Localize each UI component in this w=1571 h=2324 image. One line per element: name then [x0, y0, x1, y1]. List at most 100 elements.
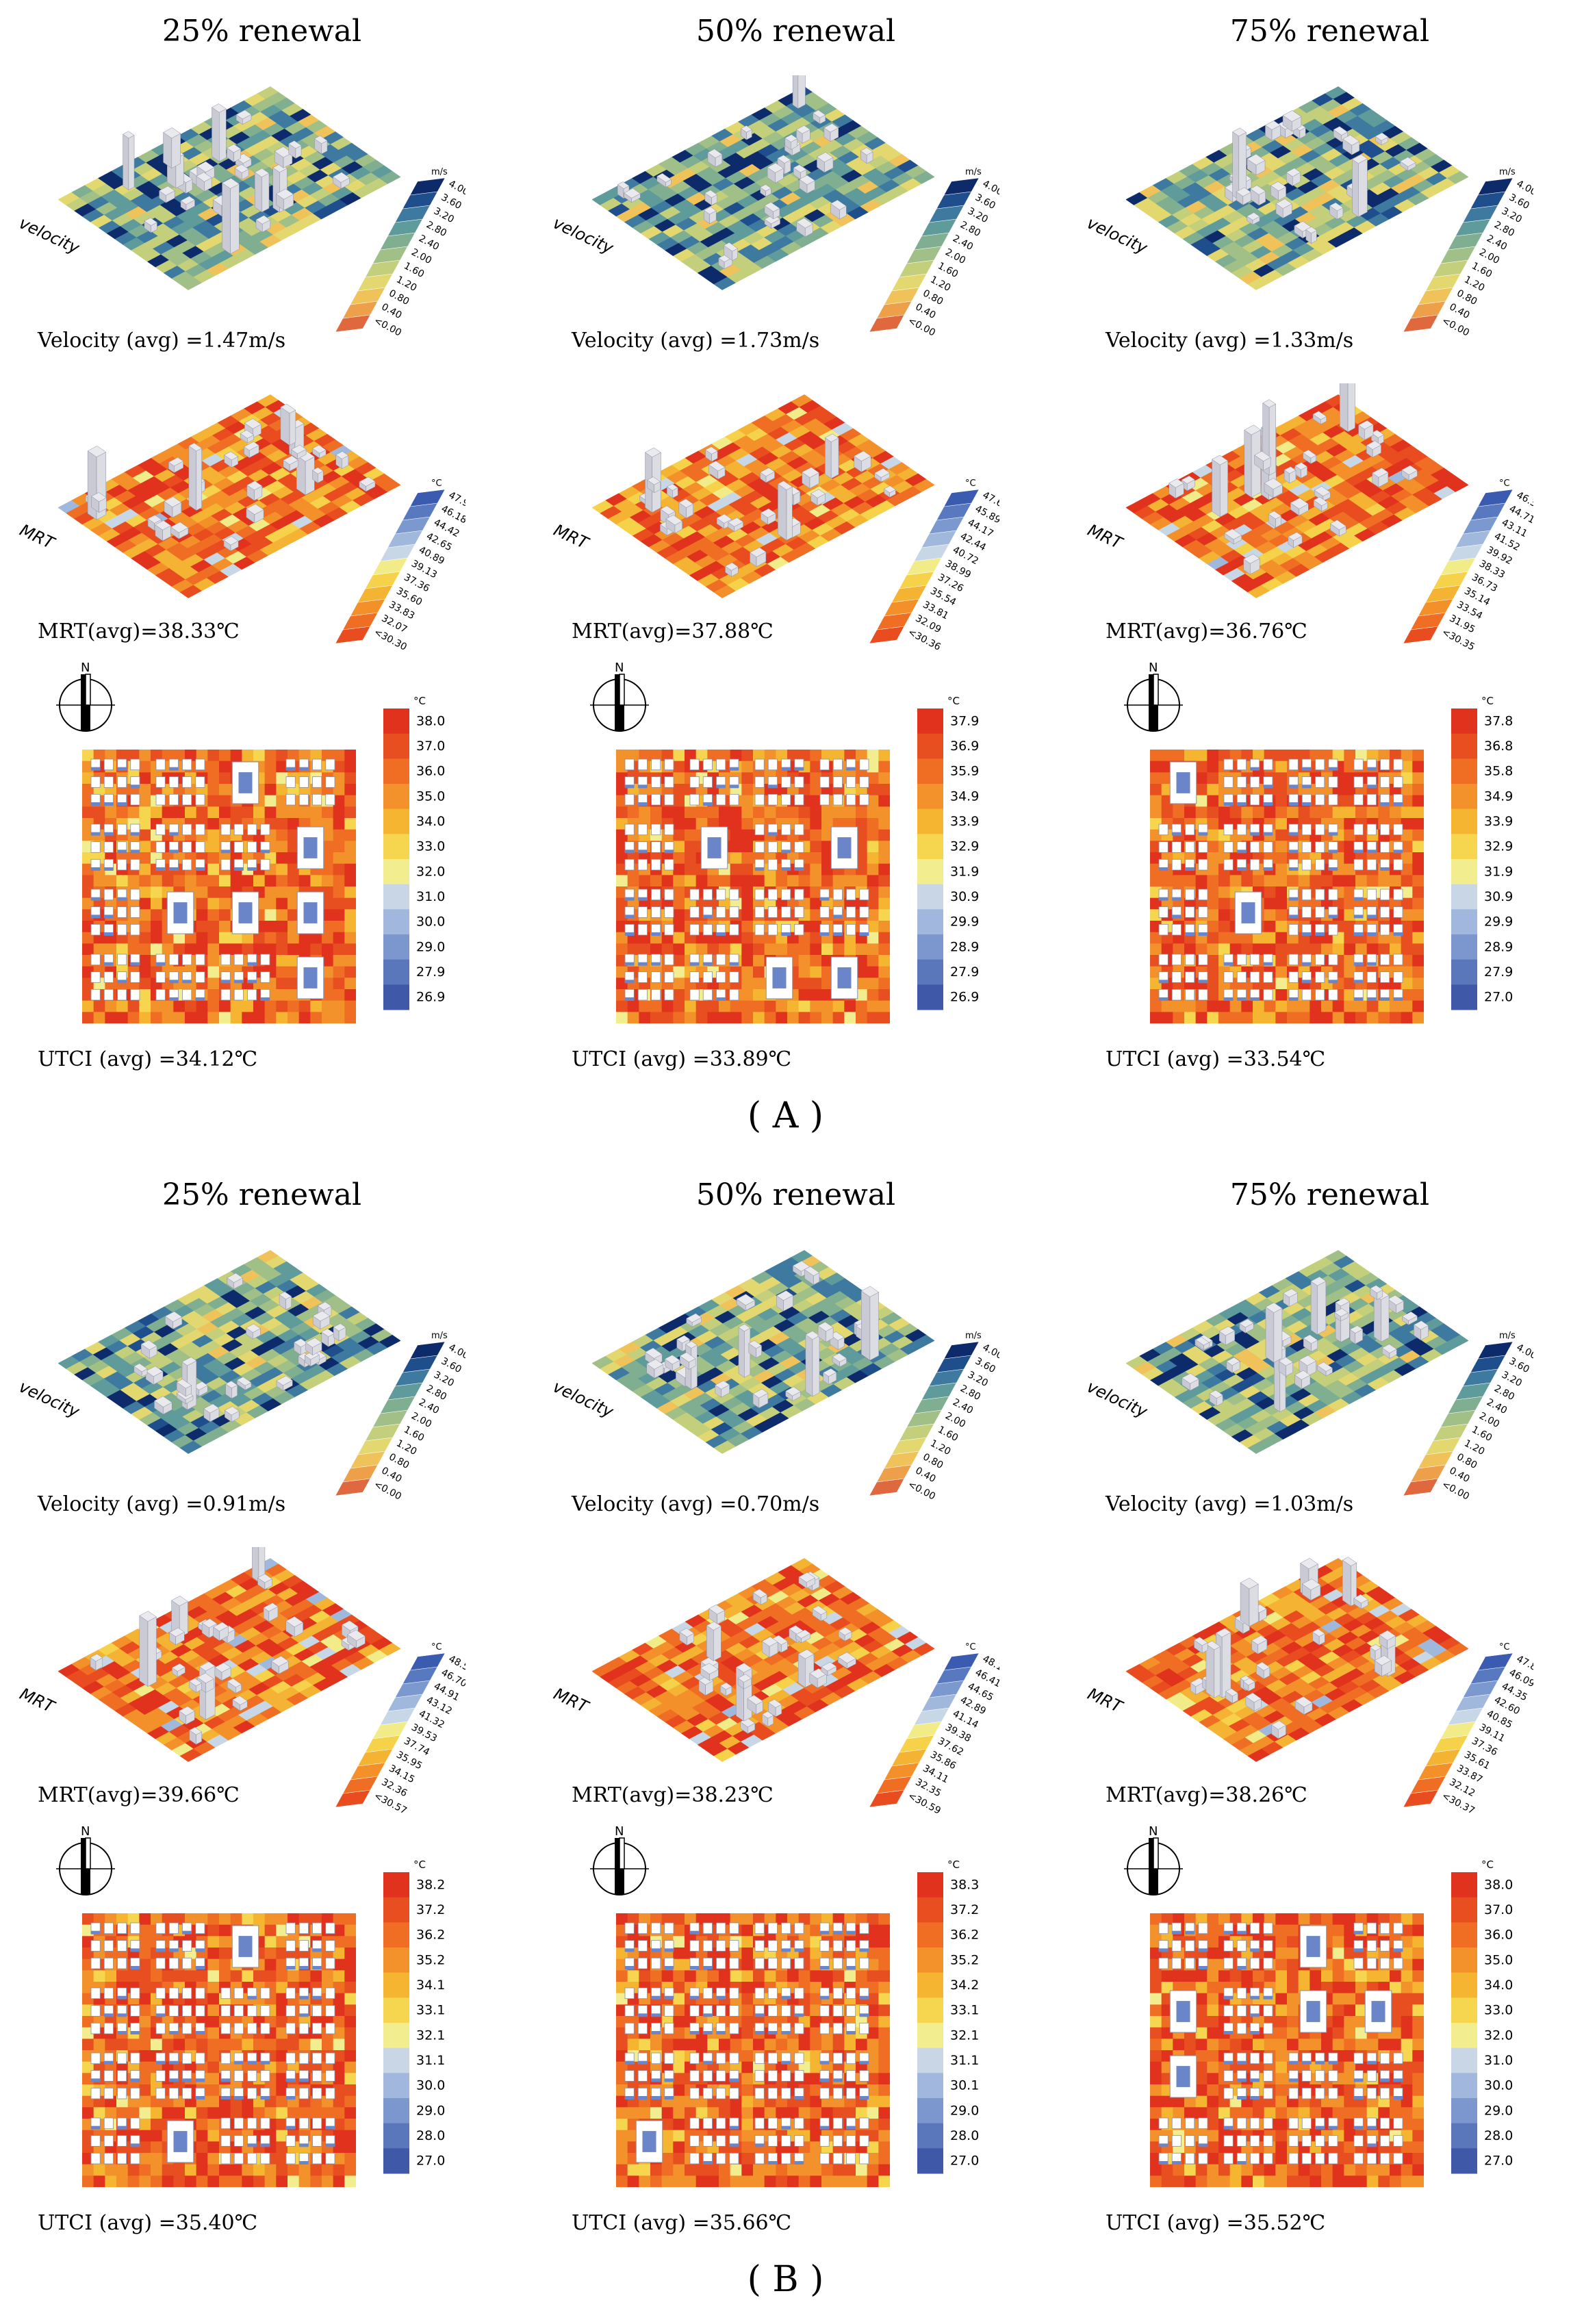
utci-cell: [162, 750, 174, 762]
utci-cell: [310, 932, 322, 944]
utci-cell: [685, 818, 697, 830]
utci-cell: [185, 943, 197, 956]
utci-cell: [1207, 875, 1219, 887]
utci-cell: [322, 841, 334, 853]
utci-cell: [741, 784, 754, 796]
legend-swatch: [383, 884, 409, 910]
utci-cell: [310, 806, 322, 819]
utci-cell: [1366, 875, 1379, 887]
utci-cell: [162, 2107, 174, 2119]
utci-cell: [753, 943, 765, 956]
utci-cell: [878, 772, 890, 784]
legend-swatch: [906, 557, 942, 576]
utci-cell: [741, 955, 754, 967]
utci-cell: [1412, 1012, 1424, 1023]
utci-cell: [1207, 795, 1219, 807]
building-footprint: [182, 793, 192, 806]
building-footprint: [1236, 954, 1247, 966]
utci-cell: [764, 875, 776, 887]
building-footprint: [754, 793, 765, 806]
utci-cell: [1321, 806, 1333, 819]
utci-cell: [1150, 761, 1162, 773]
utci-cell: [288, 863, 300, 876]
utci-cell: [844, 806, 856, 819]
utci-cell: [288, 897, 300, 910]
utci-cell: [832, 943, 845, 956]
building-footprint: [1171, 841, 1182, 853]
legend-swatch: [383, 959, 409, 985]
utci-cell: [185, 875, 197, 887]
utci-cell: [93, 2107, 105, 2119]
utci-cell: [196, 886, 208, 899]
utci-cell: [207, 909, 220, 921]
building: [176, 1379, 192, 1389]
utci-cell: [673, 932, 685, 944]
building: [1270, 181, 1287, 192]
building: [656, 173, 672, 183]
building: [760, 184, 771, 192]
building: [647, 476, 661, 485]
building-footprint: [1171, 923, 1182, 936]
building-footprint: [168, 954, 179, 966]
legend-swatch: [899, 571, 934, 589]
building-footprint: [260, 971, 270, 983]
building: [312, 444, 327, 454]
utci-cell: [151, 2119, 163, 2131]
utci-cell: [276, 886, 288, 899]
utci-cell: [1412, 886, 1424, 899]
utci-cell: [322, 897, 334, 910]
utci-cell: [173, 875, 186, 887]
legend-swatch: [394, 516, 431, 535]
utci-cell: [741, 750, 754, 762]
utci-cell: [1207, 909, 1219, 921]
utci-cell: [1321, 875, 1333, 887]
utci-cell: [139, 955, 151, 967]
utci-cell: [322, 829, 334, 841]
utci-cell: [207, 897, 220, 910]
utci-cell: [1401, 943, 1413, 956]
utci-cell: [787, 1000, 800, 1012]
legend-swatch: [1433, 571, 1468, 589]
utci-cell: [1207, 1000, 1219, 1012]
utci-legend-bar: °C38.037.036.035.034.033.032.031.030.029…: [383, 695, 445, 1010]
utci-cell: [1287, 1012, 1299, 1023]
building: [139, 1611, 157, 1622]
utci-cell: [821, 818, 834, 830]
building-footprint: [182, 841, 192, 853]
building: [314, 136, 328, 144]
utci-cell: [821, 1012, 834, 1023]
legend-swatch: [1451, 758, 1477, 784]
legend-swatch: [335, 626, 371, 644]
utci-cell: [105, 2107, 117, 2119]
legend-swatch: [365, 1735, 400, 1753]
utci-cell: [276, 818, 288, 830]
building-footprint: [1315, 906, 1325, 918]
legend-tick: 32.9: [1484, 839, 1513, 854]
courtyard-building: [231, 891, 259, 934]
building: [257, 1574, 272, 1583]
utci-cell: [127, 1913, 140, 1926]
legend-tick: 29.9: [950, 915, 979, 930]
utci-cell: [1401, 909, 1413, 921]
legend-swatch: [1451, 984, 1477, 1010]
utci-cell: [82, 875, 94, 887]
building: [196, 172, 212, 182]
building-footprint: [1158, 841, 1168, 853]
utci-cell: [82, 806, 94, 819]
building-footprint: [155, 971, 166, 983]
building-footprint: [754, 776, 765, 788]
mrt-model: [58, 394, 400, 598]
velocity-model: [58, 86, 400, 290]
utci-cell: [139, 1012, 151, 1023]
utci-cell: [1207, 863, 1219, 876]
utci-cell: [695, 806, 708, 819]
legend-swatch: [372, 1409, 408, 1428]
utci-cell: [1344, 750, 1356, 762]
building-footprint: [1198, 988, 1208, 1001]
building-footprint: [859, 793, 869, 806]
utci-cell: [661, 750, 674, 762]
utci-cell: [1344, 806, 1356, 819]
building: [223, 536, 239, 546]
building-footprint: [651, 858, 661, 871]
